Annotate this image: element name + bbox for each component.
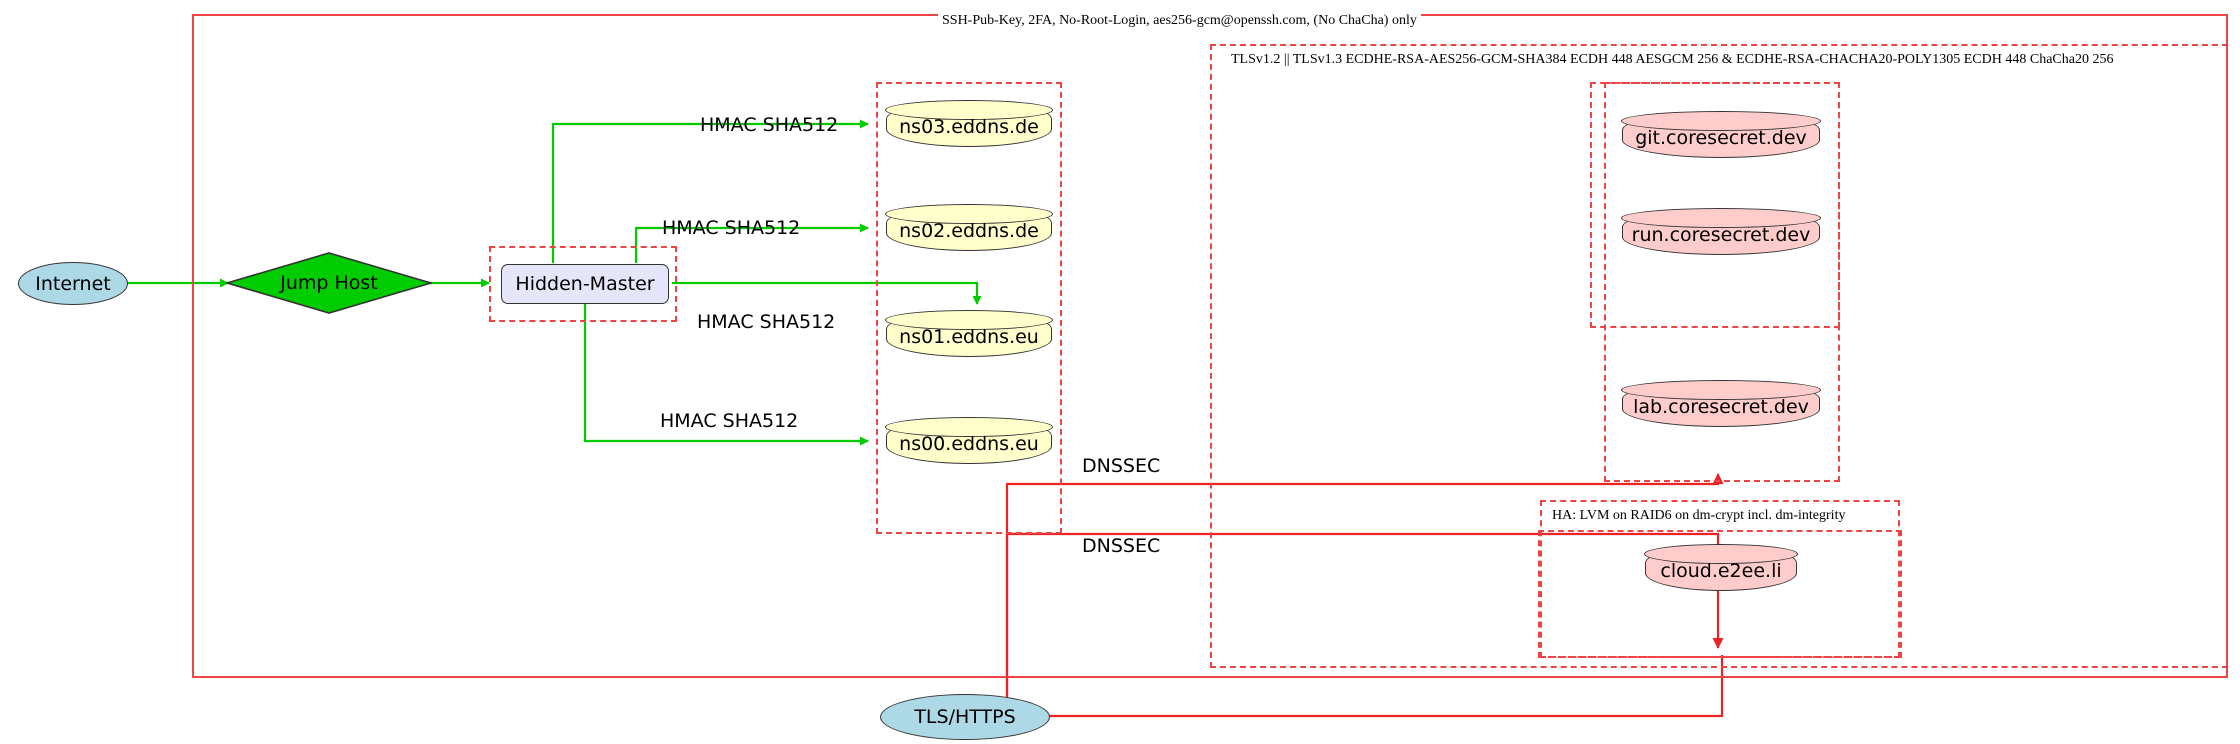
node-hidden-master[interactable]: Hidden-Master <box>501 264 669 304</box>
tls-security-boundary <box>1210 44 2228 668</box>
ha-inner-boundary <box>1538 530 1902 658</box>
node-lab-coresecret-label: lab.coresecret.dev <box>1633 396 1809 418</box>
node-cloud-e2ee[interactable]: cloud.e2ee.li <box>1644 544 1798 591</box>
edge-label-dnssec-upper: DNSSEC <box>1082 455 1161 477</box>
node-run-coresecret[interactable]: run.coresecret.dev <box>1621 208 1821 255</box>
node-internet-label: Internet <box>35 272 111 295</box>
node-ns03[interactable]: ns03.eddns.de <box>885 100 1053 147</box>
node-ns03-label: ns03.eddns.de <box>899 116 1039 138</box>
edge-label-hmac-ns01: HMAC SHA512 <box>697 311 836 333</box>
node-tls-https-label: TLS/HTTPS <box>914 706 1016 728</box>
node-tls-https[interactable]: TLS/HTTPS <box>880 694 1050 740</box>
tls-security-boundary-label: TLSv1.2 || TLSv1.3 ECDHE-RSA-AES256-GCM-… <box>1227 52 2118 68</box>
node-ns02[interactable]: ns02.eddns.de <box>885 204 1053 251</box>
node-jump-host[interactable]: Jump Host <box>226 252 432 314</box>
node-lab-coresecret[interactable]: lab.coresecret.dev <box>1621 380 1821 427</box>
node-internet[interactable]: Internet <box>18 262 128 305</box>
node-run-coresecret-label: run.coresecret.dev <box>1631 224 1811 246</box>
ssh-security-boundary-label: SSH-Pub-Key, 2FA, No-Root-Login, aes256-… <box>938 13 1421 29</box>
node-hidden-master-label: Hidden-Master <box>515 273 655 295</box>
node-ns01[interactable]: ns01.eddns.eu <box>885 310 1053 357</box>
hidden-master-boundary <box>489 246 677 322</box>
node-ns00[interactable]: ns00.eddns.eu <box>885 417 1053 464</box>
dns-zone-boundary <box>876 82 1062 534</box>
edge-label-hmac-ns02: HMAC SHA512 <box>662 217 801 239</box>
edge-label-hmac-ns03: HMAC SHA512 <box>700 114 839 136</box>
node-git-coresecret[interactable]: git.coresecret.dev <box>1621 111 1821 158</box>
edge-label-dnssec-lower: DNSSEC <box>1082 535 1161 557</box>
node-git-coresecret-label: git.coresecret.dev <box>1635 127 1807 149</box>
node-cloud-e2ee-label: cloud.e2ee.li <box>1660 560 1782 582</box>
edge-label-hmac-ns00: HMAC SHA512 <box>660 410 799 432</box>
node-ns00-label: ns00.eddns.eu <box>899 433 1039 455</box>
node-ns02-label: ns02.eddns.de <box>899 220 1039 242</box>
node-ns01-label: ns01.eddns.eu <box>899 326 1039 348</box>
ha-storage-boundary-label: HA: LVM on RAID6 on dm-crypt incl. dm-in… <box>1548 508 1850 524</box>
coresecret-extended-boundary <box>1604 82 1840 482</box>
